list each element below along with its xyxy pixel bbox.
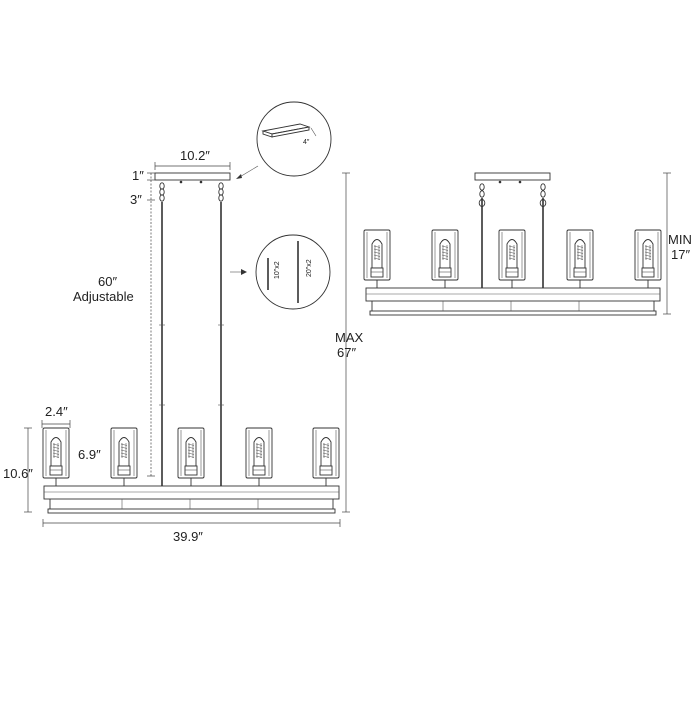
lamp-shade	[363, 229, 391, 288]
lamp-shade	[498, 229, 526, 288]
left-dimension-lines	[24, 162, 350, 527]
chain-right	[218, 182, 224, 202]
frame-top-bar	[43, 485, 340, 500]
body-height-label: 10.6″	[3, 466, 33, 481]
canopy-detail-callout	[236, 101, 332, 179]
min-height-fixture	[363, 172, 662, 316]
rod-long-label: 20″x2	[306, 259, 313, 277]
shade-width-label: 2.4″	[45, 404, 68, 419]
lamp-shade	[245, 427, 273, 486]
lamp-shade	[177, 427, 205, 486]
rod-detail-callout	[230, 234, 331, 310]
frame-bottom-bar	[47, 508, 336, 514]
rod-short-label: 10″x2	[274, 261, 281, 279]
canopy-width-label: 10.2″	[180, 148, 210, 163]
lamp-shade	[42, 427, 70, 486]
lamp-shade	[566, 229, 594, 288]
canopy-depth-label: 4″	[303, 139, 310, 146]
canopy-height-label: 1″	[132, 168, 144, 183]
lamp-shade	[312, 427, 340, 486]
canopy	[154, 172, 231, 181]
shade-height-label: 6.9″	[78, 447, 101, 462]
lamp-shade	[431, 229, 459, 288]
rod-length-label-2: Adjustable	[73, 289, 134, 304]
right-dimension-lines	[663, 172, 671, 315]
canopy-min	[474, 172, 551, 181]
lamp-shade	[110, 427, 138, 486]
max-height-fixture	[42, 172, 340, 514]
min-height-label-2: 17″	[671, 247, 690, 262]
lamp-shade	[634, 229, 662, 288]
max-height-label-2: 67″	[337, 345, 356, 360]
chain-left	[159, 182, 165, 202]
min-height-label-1: MIN	[668, 232, 692, 247]
rod-length-label-1: 60″	[98, 274, 117, 289]
total-width-label: 39.9″	[173, 529, 203, 544]
max-height-label-1: MAX	[335, 330, 364, 345]
chain-length-label: 3″	[130, 192, 142, 207]
